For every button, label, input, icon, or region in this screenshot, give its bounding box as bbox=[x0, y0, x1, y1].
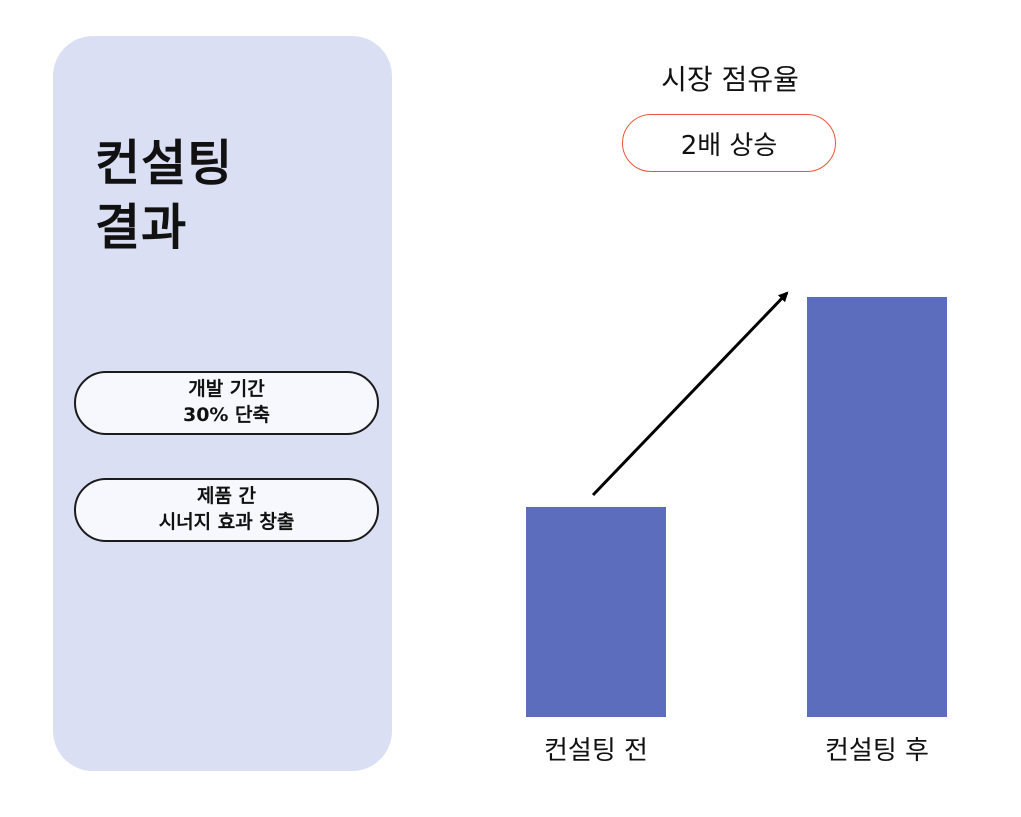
panel-title-line-2: 결과 bbox=[95, 198, 188, 256]
x-tick-label-2: 컨설팅 후 bbox=[825, 736, 929, 766]
panel-title: 컨설팅 결과 bbox=[95, 132, 233, 259]
pill-line-2: 30% 단축 bbox=[182, 404, 271, 426]
increase-arrow bbox=[591, 291, 789, 497]
pill-line-1: 제품 간 bbox=[196, 485, 257, 508]
result-pill-dev-time: 개발 기간 30% 단축 bbox=[74, 371, 379, 435]
chart-title: 시장 점유율 bbox=[661, 63, 799, 96]
pill-line-1: 개발 기간 bbox=[188, 378, 265, 401]
bar-1 bbox=[526, 507, 666, 717]
result-pill-synergy: 제품 간 시너지 효과 창출 bbox=[74, 478, 379, 542]
panel-title-line-1: 컨설팅 bbox=[95, 135, 234, 192]
x-tick-label-1: 컨설팅 전 bbox=[544, 736, 648, 766]
increase-badge: 2배 상승 bbox=[622, 114, 836, 172]
pill-line-2: 시너지 효과 창출 bbox=[158, 511, 295, 533]
bar-2 bbox=[807, 297, 947, 717]
